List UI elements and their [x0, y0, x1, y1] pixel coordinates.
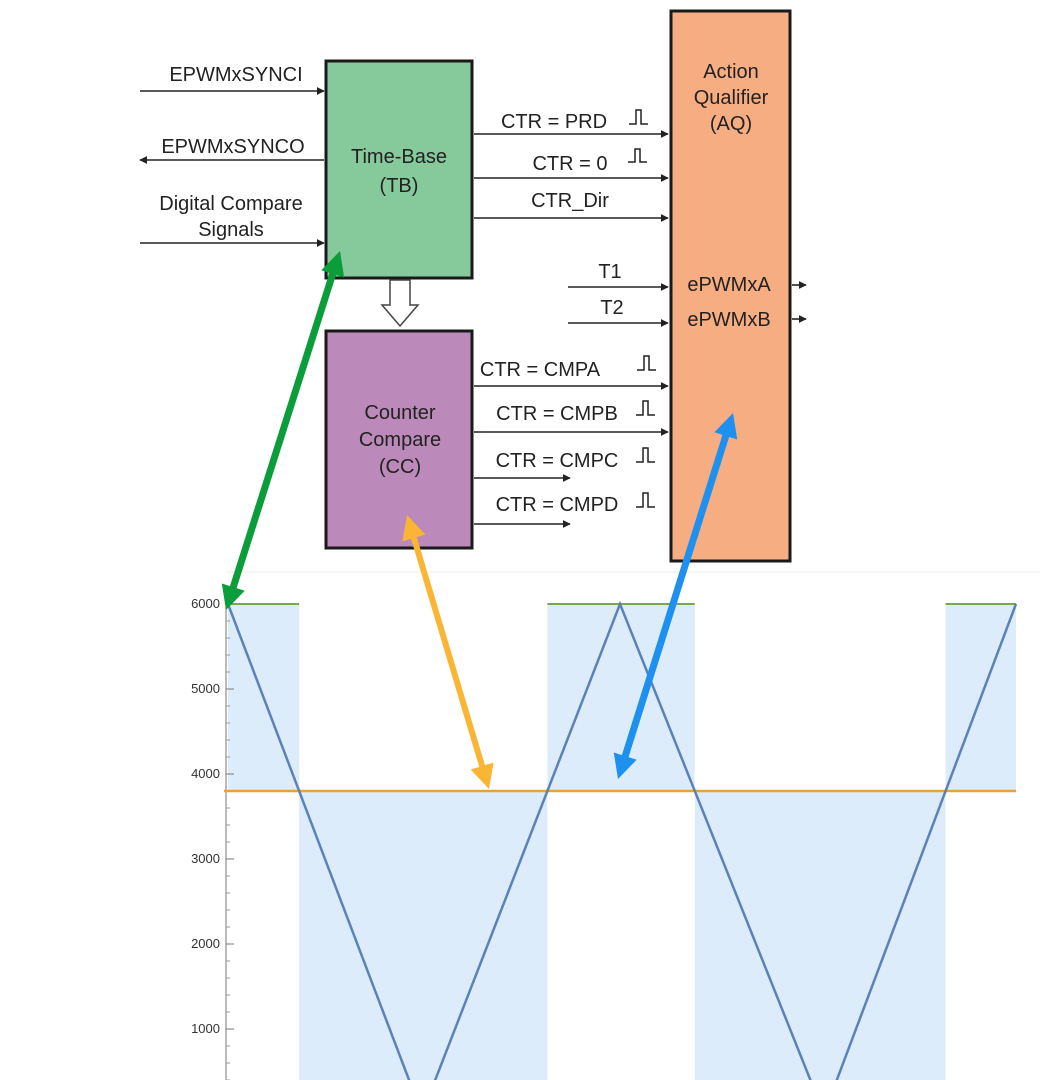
link-arrow-head	[221, 583, 245, 610]
y-tick-label-3000: 3000	[191, 851, 220, 866]
sync-out-label: EPWMxSYNCO	[161, 136, 304, 158]
aq-label-line2: Qualifier	[694, 87, 769, 109]
link-arrow-head	[613, 752, 637, 779]
link-arrow-head	[714, 413, 738, 440]
sync-in-label: EPWMxSYNCI	[169, 64, 302, 86]
time-base-block	[324, 59, 474, 280]
y-tick-label-4000: 4000	[191, 766, 220, 781]
link-arrows	[221, 251, 738, 789]
ctr-cmpd-label: CTR = CMPD	[496, 494, 619, 516]
aq-label-line1: Action	[703, 61, 759, 83]
ctr-cmpb-pulse-icon	[636, 400, 655, 416]
cc-link-arrow	[402, 515, 494, 789]
counter-plot: 6000 5000 4000 3000 2000 1000	[191, 571, 1040, 1080]
link-arrow-head	[402, 515, 426, 542]
shaded-region	[694, 791, 946, 1080]
ctr-cmpa-pulse-icon	[637, 355, 656, 371]
counter-compare-block	[324, 329, 474, 550]
t2-label: T2	[600, 297, 623, 319]
ctr-zero-pulse-icon	[628, 148, 647, 163]
shaded-region	[299, 791, 548, 1080]
ctr-cmpb-label: CTR = CMPB	[496, 403, 618, 425]
ctr-cmpc-pulse-icon	[636, 447, 655, 463]
time-base-label: Time-Base	[351, 146, 447, 168]
link-arrow-shaft	[409, 532, 487, 772]
block-diagram: EPWMxSYNCI EPWMxSYNCO Digital Compare Si…	[139, 9, 807, 563]
y-tick-label-5000: 5000	[191, 681, 220, 696]
aq-output-a-label: ePWMxA	[687, 274, 771, 296]
ctr-prd-label: CTR = PRD	[501, 111, 607, 133]
aq-output-b-label: ePWMxB	[687, 309, 770, 331]
ctr-cmpd-pulse-icon	[636, 492, 655, 508]
link-arrow-shaft	[620, 430, 731, 762]
dc-signals-label-line2: Signals	[198, 219, 264, 241]
ctr-prd-pulse-icon	[629, 109, 648, 125]
y-tick-labels: 6000 5000 4000 3000 2000 1000	[191, 596, 220, 1036]
counter-compare-label-line1: Counter	[364, 402, 435, 424]
ctr-cmpc-label: CTR = CMPC	[496, 450, 619, 472]
tb-link-arrow	[221, 251, 345, 610]
link-arrow-shaft	[228, 268, 338, 593]
shaded-regions	[228, 604, 1016, 1080]
counter-waveform	[226, 600, 1018, 1080]
y-tick-label-2000: 2000	[191, 936, 220, 951]
ctr-dir-label: CTR_Dir	[531, 190, 609, 212]
link-arrow-head	[321, 251, 345, 278]
counter-compare-label-line2: Compare	[359, 429, 441, 451]
link-arrow-head	[470, 762, 494, 789]
action-qualifier-block	[669, 9, 792, 563]
y-tick-label-6000: 6000	[191, 596, 220, 611]
aq-link-arrow	[613, 413, 738, 779]
ctr-zero-label: CTR = 0	[532, 153, 607, 175]
tb-to-cc-hollow-arrow	[380, 279, 420, 328]
ctr-cmpa-label: CTR = CMPA	[480, 359, 601, 381]
t1-label: T1	[598, 261, 621, 283]
aq-abbrev: (AQ)	[710, 113, 752, 135]
y-tick-label-1000: 1000	[191, 1021, 220, 1036]
time-base-abbrev: (TB)	[380, 175, 419, 197]
counter-compare-abbrev: (CC)	[379, 456, 421, 478]
dc-signals-label-line1: Digital Compare	[159, 193, 302, 215]
